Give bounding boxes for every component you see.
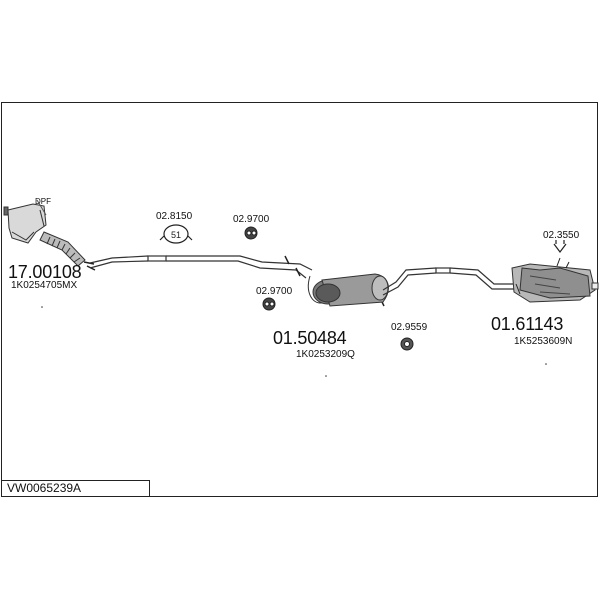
front-pipe[interactable]	[89, 255, 313, 279]
diagram-frame	[1, 102, 598, 497]
accessory-label-a4: 02.9559	[391, 322, 428, 333]
rubber-mount-top-icon[interactable]	[244, 226, 258, 240]
oem-number-p2: 1K0253209Q	[296, 349, 355, 360]
oem-number-p1: 1K0254705MX	[11, 280, 78, 291]
mid-pipe[interactable]	[382, 267, 516, 296]
part-number-p2: 01.50484	[273, 328, 347, 348]
clamp-front[interactable]	[83, 261, 96, 271]
accessory-label-a3: 02.9700	[256, 286, 293, 297]
hanger-3550-icon[interactable]	[553, 240, 567, 253]
part-number-p3: 01.61143	[491, 314, 564, 334]
accessory-label-a2: 02.9700	[233, 214, 270, 225]
dpf-body	[7, 203, 47, 244]
rear-silencer[interactable]	[511, 257, 599, 303]
rubber-mount-mid-icon[interactable]	[262, 297, 276, 311]
oem-number-p3: 1K5253609N	[514, 336, 573, 347]
diagram-code-box: VW0065239A	[1, 480, 150, 497]
part-number-p1: 17.00108	[8, 262, 82, 282]
label-dots	[41, 306, 547, 377]
dpf-tag: DPF	[35, 197, 51, 206]
accessory-label-a1: 02.8150	[156, 211, 193, 222]
rubber-ring-icon[interactable]	[400, 337, 414, 351]
flex-pipe[interactable]	[39, 231, 86, 267]
center-silencer[interactable]	[307, 273, 389, 307]
accessory-label-a5: 02.3550	[543, 230, 580, 241]
clamp-8150-icon[interactable]: 51	[159, 224, 193, 244]
flange-left	[3, 206, 9, 216]
svg-text:51: 51	[171, 230, 181, 240]
dpf-unit[interactable]	[3, 199, 47, 244]
